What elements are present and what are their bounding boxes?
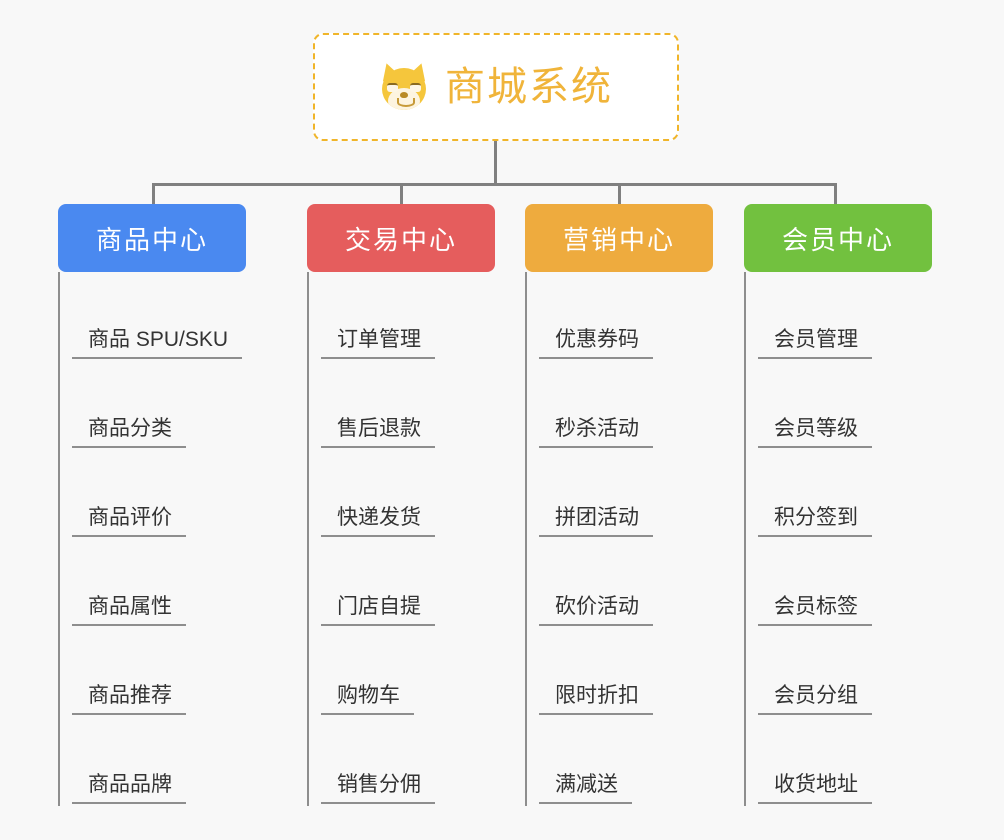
- dog-nose-icon: [400, 92, 408, 98]
- list-item[interactable]: 快递发货: [321, 450, 495, 539]
- connector-drop-column-1: [152, 183, 155, 205]
- category-header-3-label: 营销中心: [562, 224, 675, 255]
- list-item-label: 售后退款: [321, 417, 435, 448]
- list-item-label: 会员管理: [758, 328, 872, 359]
- root-node-title: 商城系统: [445, 65, 613, 109]
- category-column-3: 营销中心 优惠券码 秒杀活动 拼团活动 砍价活动 限时折扣 满减送: [525, 204, 713, 806]
- list-item-label: 商品 SPU/SKU: [72, 328, 243, 359]
- dog-eye-right-icon: [410, 83, 421, 92]
- column-4-spine: [744, 272, 746, 806]
- list-item-label: 会员分组: [758, 684, 872, 715]
- list-item-label: 砍价活动: [539, 595, 653, 626]
- category-2-item-list: 订单管理 售后退款 快递发货 门店自提 购物车 销售分佣: [307, 272, 495, 806]
- list-item[interactable]: 商品品牌: [72, 717, 246, 806]
- list-item-label: 商品评价: [72, 506, 186, 537]
- list-item[interactable]: 秒杀活动: [539, 361, 713, 450]
- connector-drop-column-2: [400, 183, 403, 205]
- list-item[interactable]: 限时折扣: [539, 628, 713, 717]
- list-item[interactable]: 满减送: [539, 717, 713, 806]
- dog-head-icon: [382, 68, 426, 110]
- category-4-item-list: 会员管理 会员等级 积分签到 会员标签 会员分组 收货地址: [744, 272, 932, 806]
- column-3-spine: [525, 272, 527, 806]
- list-item-label: 积分签到: [758, 506, 872, 537]
- list-item-label: 会员等级: [758, 417, 872, 448]
- column-1-spine: [58, 272, 60, 806]
- category-column-2: 交易中心 订单管理 售后退款 快递发货 门店自提 购物车 销售分佣: [307, 204, 495, 806]
- dog-mouth-icon: [397, 98, 415, 107]
- list-item[interactable]: 商品 SPU/SKU: [72, 272, 246, 361]
- category-header-2[interactable]: 交易中心: [307, 204, 495, 272]
- list-item[interactable]: 订单管理: [321, 272, 495, 361]
- category-1-item-list: 商品 SPU/SKU 商品分类 商品评价 商品属性 商品推荐 商品品牌: [58, 272, 246, 806]
- category-header-1[interactable]: 商品中心: [58, 204, 246, 272]
- list-item[interactable]: 会员等级: [758, 361, 932, 450]
- list-item[interactable]: 拼团活动: [539, 450, 713, 539]
- connector-drop-column-3: [618, 183, 621, 205]
- list-item[interactable]: 购物车: [321, 628, 495, 717]
- list-item-label: 商品分类: [72, 417, 186, 448]
- dog-face-icon: [377, 60, 431, 111]
- list-item[interactable]: 优惠券码: [539, 272, 713, 361]
- category-header-4[interactable]: 会员中心: [744, 204, 932, 272]
- list-item[interactable]: 商品属性: [72, 539, 246, 628]
- category-header-3[interactable]: 营销中心: [525, 204, 713, 272]
- list-item-label: 门店自提: [321, 595, 435, 626]
- list-item[interactable]: 砍价活动: [539, 539, 713, 628]
- list-item-label: 满减送: [539, 773, 632, 804]
- dog-eye-left-icon: [387, 83, 398, 92]
- category-header-4-label: 会员中心: [781, 224, 894, 255]
- list-item[interactable]: 销售分佣: [321, 717, 495, 806]
- list-item[interactable]: 会员管理: [758, 272, 932, 361]
- list-item[interactable]: 门店自提: [321, 539, 495, 628]
- category-3-item-list: 优惠券码 秒杀活动 拼团活动 砍价活动 限时折扣 满减送: [525, 272, 713, 806]
- list-item[interactable]: 商品推荐: [72, 628, 246, 717]
- connector-root-stem: [494, 141, 497, 185]
- category-header-1-label: 商品中心: [95, 224, 208, 255]
- list-item-label: 商品推荐: [72, 684, 186, 715]
- connector-horizontal-bus: [153, 183, 835, 186]
- category-column-4: 会员中心 会员管理 会员等级 积分签到 会员标签 会员分组 收货地址: [744, 204, 932, 806]
- connector-drop-column-4: [834, 183, 837, 205]
- list-item[interactable]: 售后退款: [321, 361, 495, 450]
- category-header-2-label: 交易中心: [344, 224, 457, 255]
- list-item[interactable]: 商品分类: [72, 361, 246, 450]
- list-item-label: 秒杀活动: [539, 417, 653, 448]
- list-item-label: 拼团活动: [539, 506, 653, 537]
- list-item[interactable]: 会员标签: [758, 539, 932, 628]
- list-item-label: 快递发货: [321, 506, 435, 537]
- list-item[interactable]: 积分签到: [758, 450, 932, 539]
- root-node-mall-system[interactable]: 商城系统: [313, 33, 679, 141]
- list-item-label: 限时折扣: [539, 684, 653, 715]
- list-item[interactable]: 商品评价: [72, 450, 246, 539]
- category-column-1: 商品中心 商品 SPU/SKU 商品分类 商品评价 商品属性 商品推荐 商品品牌: [58, 204, 246, 806]
- list-item-label: 会员标签: [758, 595, 872, 626]
- list-item-label: 订单管理: [321, 328, 435, 359]
- column-2-spine: [307, 272, 309, 806]
- list-item-label: 优惠券码: [539, 328, 653, 359]
- list-item-label: 销售分佣: [321, 773, 435, 804]
- list-item-label: 商品品牌: [72, 773, 186, 804]
- list-item[interactable]: 会员分组: [758, 628, 932, 717]
- list-item[interactable]: 收货地址: [758, 717, 932, 806]
- list-item-label: 购物车: [321, 684, 414, 715]
- list-item-label: 商品属性: [72, 595, 186, 626]
- list-item-label: 收货地址: [758, 773, 872, 804]
